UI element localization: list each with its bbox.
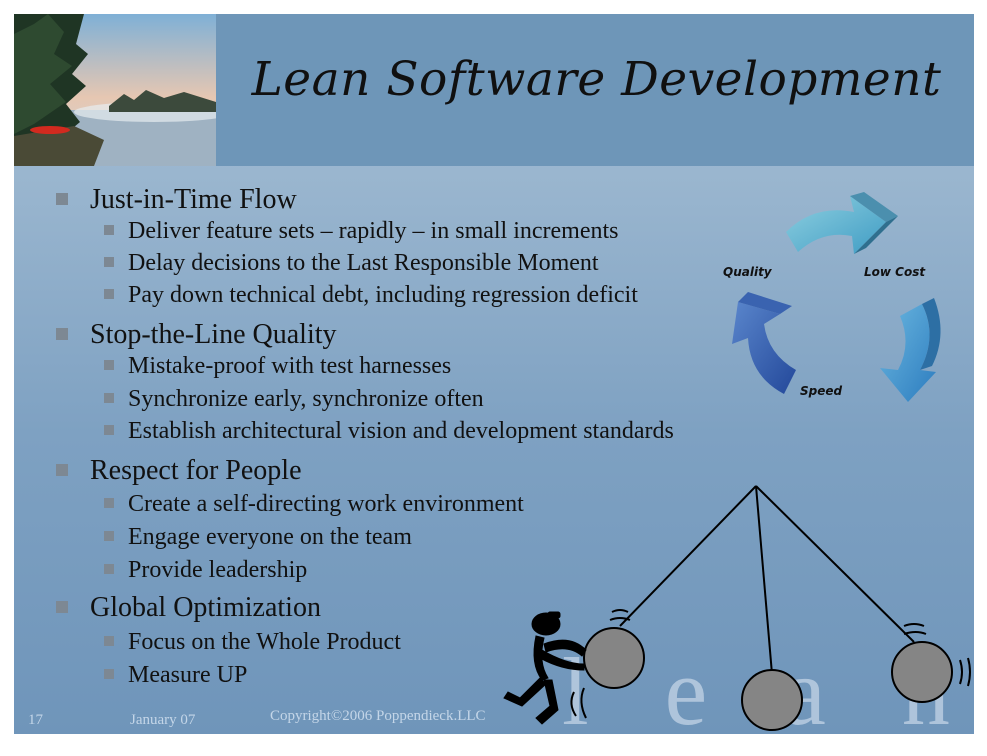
list-item: Pay down technical debt, including regre… xyxy=(104,282,638,309)
pendulum-ball-right xyxy=(891,641,953,703)
stick-figure-icon xyxy=(503,611,587,725)
bullet-square-icon xyxy=(104,531,114,541)
slide-number: 17 xyxy=(28,712,43,728)
pendulum-string-left xyxy=(619,485,757,627)
bullet-square-icon xyxy=(104,498,114,508)
arrow-top-icon xyxy=(786,192,898,254)
pendulum-illustration xyxy=(503,485,971,731)
bullet-square-icon xyxy=(104,225,114,235)
arrow-right-icon xyxy=(880,298,941,402)
bullet-square-icon xyxy=(56,193,68,205)
bullet-list: Just-in-Time Flow Deliver feature sets –… xyxy=(14,14,974,734)
bullet-square-icon xyxy=(104,393,114,403)
list-item: Mistake-proof with test harnesses xyxy=(104,353,451,380)
slide-footer: 17 January 07 Copyright©2006 Poppendieck… xyxy=(14,708,974,734)
motion-lines-icon xyxy=(570,609,971,719)
bullet-square-icon xyxy=(104,257,114,267)
bullet-square-icon xyxy=(104,564,114,574)
pendulum-ball-left xyxy=(583,627,645,689)
pendulum-string-center xyxy=(755,485,773,675)
bullet-square-icon xyxy=(104,669,114,679)
section-heading: Global Optimization xyxy=(56,592,321,624)
bullet-square-icon xyxy=(56,601,68,613)
list-item: Focus on the Whole Product xyxy=(104,629,401,656)
lake-photo xyxy=(14,14,216,166)
list-item: Delay decisions to the Last Responsible … xyxy=(104,250,599,277)
section-heading: Stop-the-Line Quality xyxy=(56,319,337,351)
pendulum-ball-center xyxy=(741,669,803,731)
list-item: Establish architectural vision and devel… xyxy=(104,418,674,445)
bullet-square-icon xyxy=(104,636,114,646)
cycle-diagram xyxy=(732,192,941,402)
copyright-notice: Copyright©2006 Poppendieck.LLC xyxy=(270,708,486,724)
slide: Lean Software Development Just-in-Time F… xyxy=(14,14,974,734)
cycle-label-quality: Quality xyxy=(723,265,772,279)
arrow-left-icon xyxy=(732,292,796,394)
list-item: Create a self-directing work environment xyxy=(104,491,524,518)
slide-title: Lean Software Development xyxy=(251,52,942,107)
pendulum-string-right xyxy=(755,485,915,643)
bullet-square-icon xyxy=(56,464,68,476)
bullet-square-icon xyxy=(104,289,114,299)
cycle-label-speed: Speed xyxy=(800,384,843,398)
cycle-label-low-cost: Low Cost xyxy=(864,265,926,279)
section-heading: Just-in-Time Flow xyxy=(56,184,297,216)
list-item: Deliver feature sets – rapidly – in smal… xyxy=(104,218,619,245)
bullet-square-icon xyxy=(56,328,68,340)
bullet-square-icon xyxy=(104,425,114,435)
list-item: Synchronize early, synchronize often xyxy=(104,386,484,413)
list-item: Engage everyone on the team xyxy=(104,524,412,551)
list-item: Provide leadership xyxy=(104,557,307,584)
list-item: Measure UP xyxy=(104,662,247,689)
section-heading: Respect for People xyxy=(56,455,302,487)
bullet-square-icon xyxy=(104,360,114,370)
slide-date: January 07 xyxy=(130,712,196,728)
